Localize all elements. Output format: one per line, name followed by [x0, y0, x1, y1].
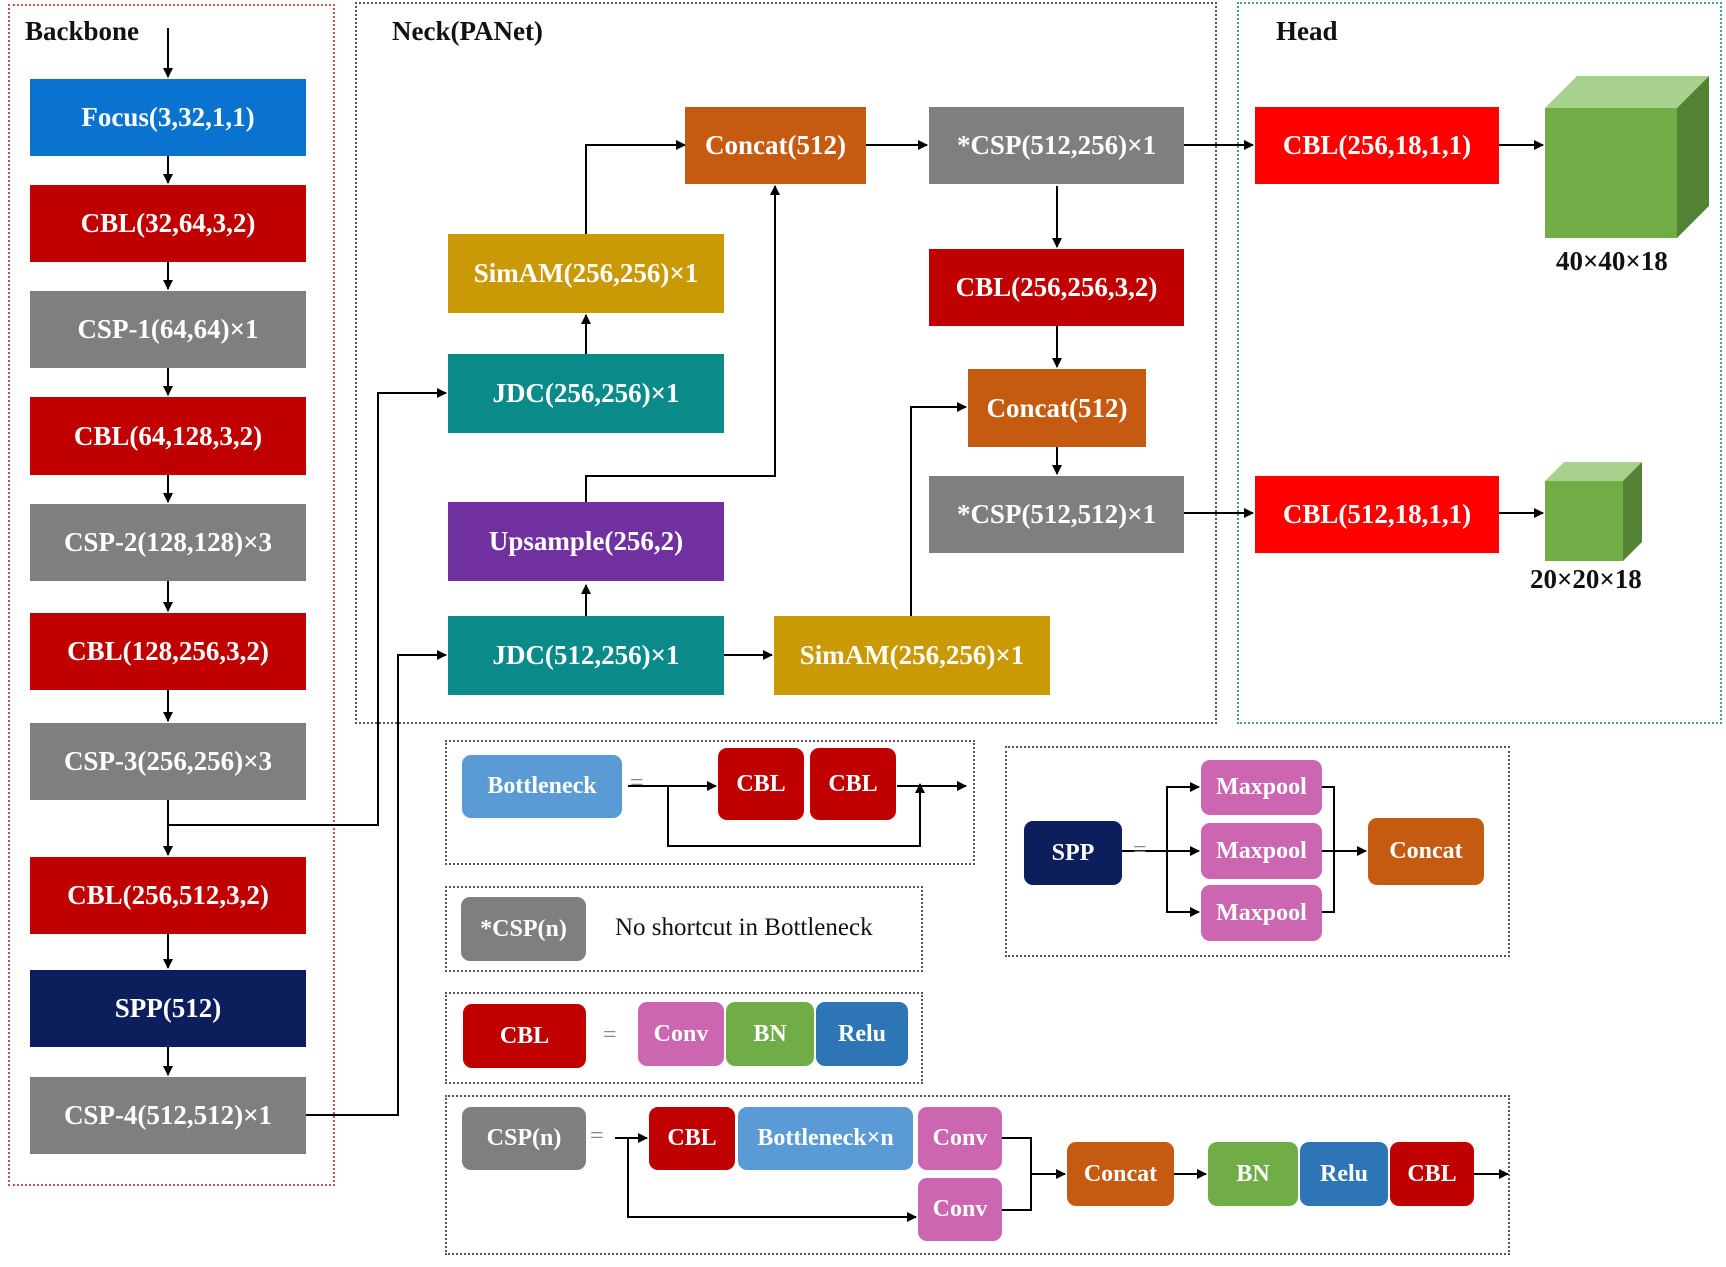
- legend-csp-conv-2: Conv: [918, 1178, 1002, 1241]
- neck-simam-top: SimAM(256,256)×1: [448, 234, 724, 313]
- legend-cbl-frame: [445, 992, 923, 1084]
- legend-csp-bottleneck: Bottleneck×n: [738, 1107, 913, 1170]
- legend-bottleneck-cbl-2: CBL: [810, 748, 896, 820]
- backbone-cbl-2: CBL(64,128,3,2): [30, 397, 306, 475]
- backbone-csp-4: CSP-4(512,512)×1: [30, 1077, 306, 1154]
- neck-simam-bottom: SimAM(256,256)×1: [774, 616, 1050, 695]
- legend-spp-maxpool-2: Maxpool: [1201, 823, 1322, 879]
- legend-cbl-bn: BN: [726, 1002, 814, 1066]
- legend-csp-star: *CSP(n): [461, 897, 586, 961]
- legend-cbl-conv: Conv: [638, 1002, 724, 1066]
- legend-spp: SPP: [1024, 821, 1122, 885]
- legend-csp-bn: BN: [1208, 1142, 1298, 1206]
- legend-cbl: CBL: [463, 1004, 586, 1068]
- neck-region: [355, 2, 1217, 724]
- legend-cbl-equals: =: [603, 1022, 617, 1048]
- backbone-cbl-4: CBL(256,512,3,2): [30, 857, 306, 934]
- legend-csp-cbl-out: CBL: [1390, 1142, 1474, 1206]
- backbone-csp-1: CSP-1(64,64)×1: [30, 291, 306, 368]
- head-cbl-bottom: CBL(512,18,1,1): [1255, 476, 1499, 553]
- neck-concat-mid: Concat(512): [968, 369, 1146, 447]
- legend-csp-cbl: CBL: [649, 1107, 735, 1170]
- legend-bottleneck-equals: =: [630, 770, 644, 796]
- legend-bottleneck-cbl-1: CBL: [718, 748, 804, 820]
- neck-upsample: Upsample(256,2): [448, 502, 724, 581]
- legend-bottleneck-frame: [445, 740, 975, 865]
- legend-csp-concat: Concat: [1067, 1142, 1174, 1206]
- legend-csp: CSP(n): [462, 1107, 586, 1170]
- legend-spp-concat: Concat: [1368, 818, 1484, 885]
- legend-bottleneck: Bottleneck: [462, 755, 622, 818]
- backbone-spp: SPP(512): [30, 970, 306, 1047]
- backbone-cbl-3: CBL(128,256,3,2): [30, 613, 306, 690]
- focus-block: Focus(3,32,1,1): [30, 79, 306, 156]
- head-cbl-top: CBL(256,18,1,1): [1255, 107, 1499, 184]
- legend-csp-star-frame: [445, 886, 923, 972]
- backbone-title: Backbone: [25, 16, 140, 46]
- output-shape-small: 20×20×18: [1530, 564, 1642, 594]
- head-region: [1237, 2, 1722, 724]
- legend-cbl-relu: Relu: [816, 1002, 908, 1066]
- backbone-csp-2: CSP-2(128,128)×3: [30, 504, 306, 581]
- legend-spp-maxpool-1: Maxpool: [1201, 760, 1322, 815]
- neck-csp-top: *CSP(512,256)×1: [929, 107, 1184, 184]
- legend-csp-equals: =: [590, 1123, 604, 1149]
- legend-csp-conv-1: Conv: [918, 1107, 1002, 1170]
- neck-title: Neck(PANet): [392, 16, 543, 46]
- output-shape-large: 40×40×18: [1556, 246, 1668, 276]
- neck-cbl-mid: CBL(256,256,3,2): [929, 249, 1184, 326]
- backbone-cbl-1: CBL(32,64,3,2): [30, 185, 306, 262]
- neck-csp-bottom: *CSP(512,512)×1: [929, 476, 1184, 553]
- neck-jdc-bottom: JDC(512,256)×1: [448, 616, 724, 695]
- legend-csp-relu: Relu: [1300, 1142, 1388, 1206]
- legend-spp-frame: [1005, 746, 1510, 957]
- legend-spp-maxpool-3: Maxpool: [1201, 885, 1322, 941]
- neck-concat-top: Concat(512): [685, 107, 866, 184]
- head-title: Head: [1276, 16, 1338, 46]
- legend-spp-equals: =: [1133, 837, 1147, 863]
- legend-csp-star-note: No shortcut in Bottleneck: [615, 914, 873, 941]
- backbone-csp-3: CSP-3(256,256)×3: [30, 723, 306, 800]
- legend-csp-frame: [445, 1095, 1510, 1255]
- neck-jdc-top: JDC(256,256)×1: [448, 354, 724, 433]
